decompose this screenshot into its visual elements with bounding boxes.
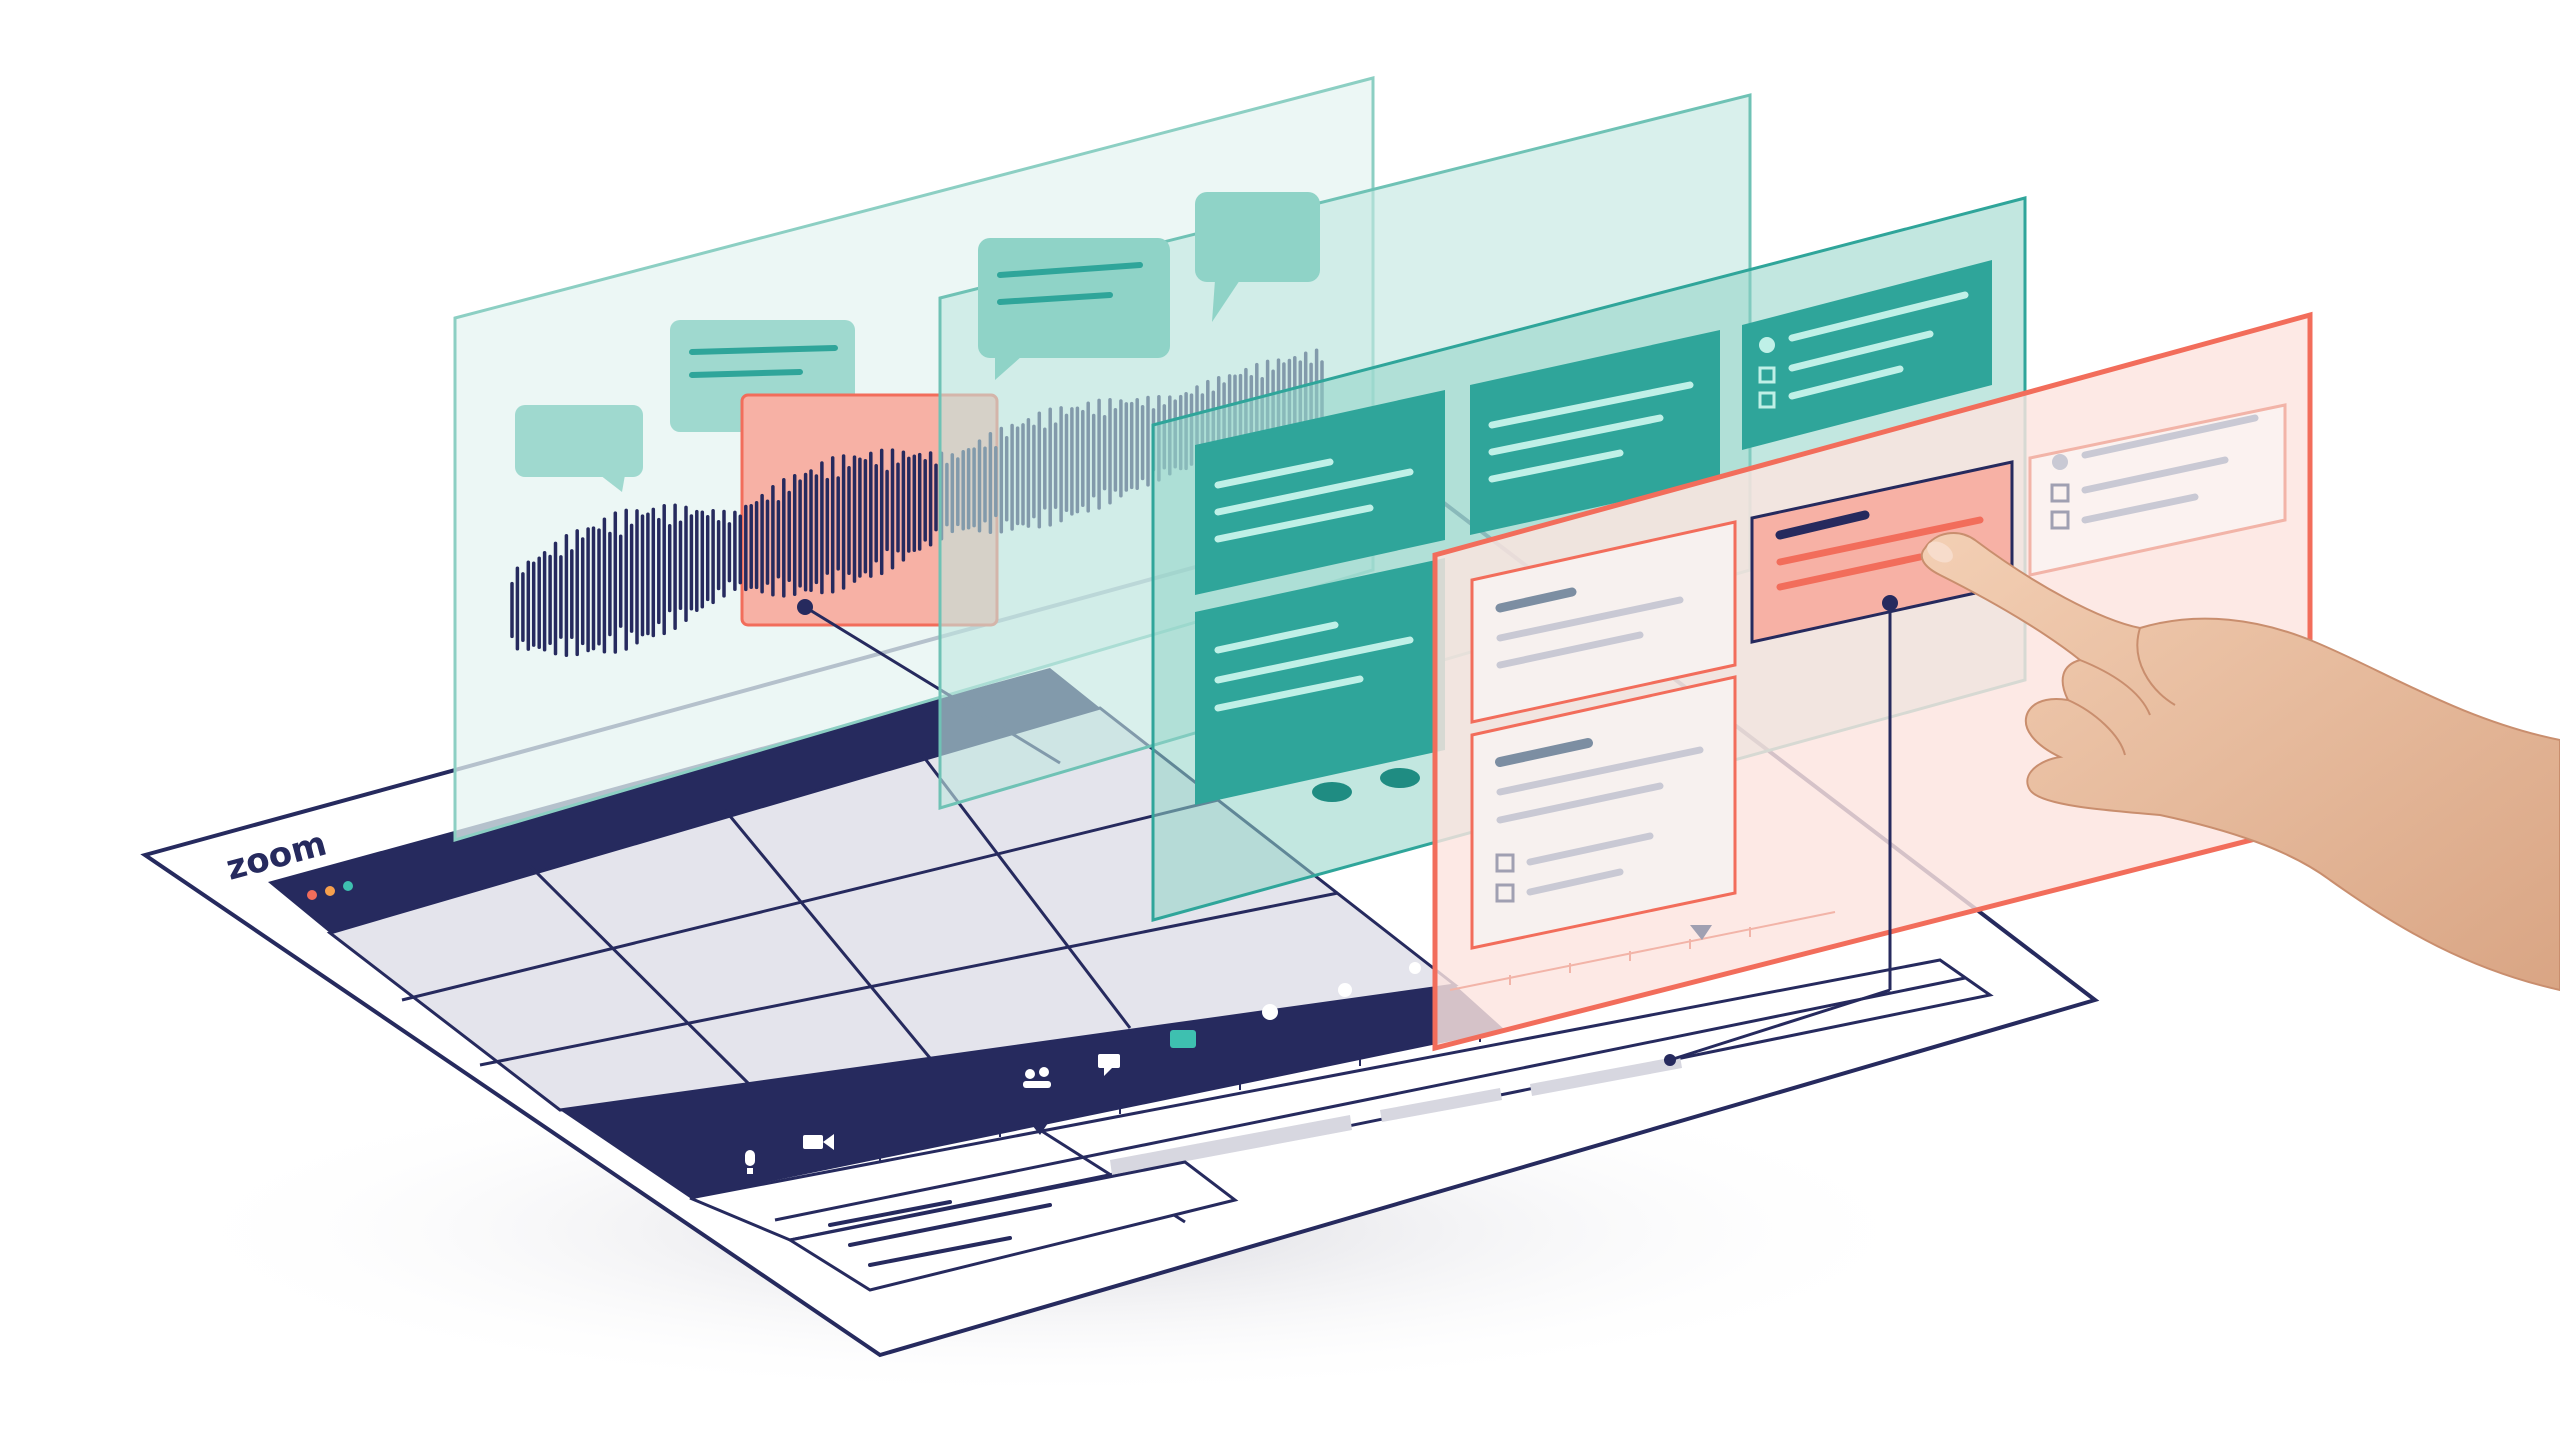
video-grid-lines	[401, 751, 1339, 1087]
action-playhead[interactable]	[1690, 925, 1712, 940]
action-items-panel	[1432, 311, 2313, 1066]
action-card-1[interactable]	[1470, 520, 1737, 724]
summary-card-2[interactable]	[1470, 330, 1720, 535]
more-icon[interactable]	[1409, 962, 1421, 974]
summary-card-1[interactable]	[1195, 390, 1445, 595]
action-card-4[interactable]	[1470, 675, 1737, 950]
chat-icon[interactable]	[1098, 1054, 1120, 1076]
reaction-icon[interactable]	[1338, 983, 1352, 997]
summary-card-4[interactable]	[1195, 558, 1445, 805]
timeline	[689, 958, 1994, 1242]
microphone-icon[interactable]	[745, 1150, 755, 1174]
record-icon[interactable]	[1262, 1004, 1278, 1020]
action-panel-timeline	[1449, 911, 1836, 991]
playhead-marker[interactable]	[1028, 1120, 1050, 1135]
title-bar[interactable]	[268, 668, 1100, 933]
share-screen-icon[interactable]	[1170, 1030, 1196, 1048]
transcript-lines	[828, 1200, 1052, 1267]
speech-bubble-1	[515, 405, 643, 492]
action-anchor-dot[interactable]	[1882, 595, 1898, 611]
fingernail	[1927, 541, 1953, 563]
orange-dot[interactable]	[325, 886, 335, 896]
action-card-3[interactable]	[2028, 403, 2287, 577]
video-camera-icon[interactable]	[803, 1134, 834, 1150]
meeting-toolbar	[560, 985, 1505, 1198]
timeline-anchor-dot[interactable]	[1664, 1054, 1676, 1066]
action-card-2-selected[interactable]	[1750, 460, 2014, 644]
speech-bubble-4	[1195, 192, 1320, 322]
segment-anchor-dot[interactable]	[797, 599, 813, 615]
red-dot[interactable]	[307, 890, 317, 900]
pointing-hand	[1920, 532, 2560, 992]
summary-card-3[interactable]	[1742, 260, 1992, 450]
speech-bubble-3	[978, 238, 1170, 380]
action-connector-foot	[1669, 988, 1891, 1062]
timeline-clips	[1110, 1056, 1682, 1175]
teal-dot[interactable]	[343, 881, 353, 891]
participants-icon[interactable]	[1023, 1067, 1051, 1088]
